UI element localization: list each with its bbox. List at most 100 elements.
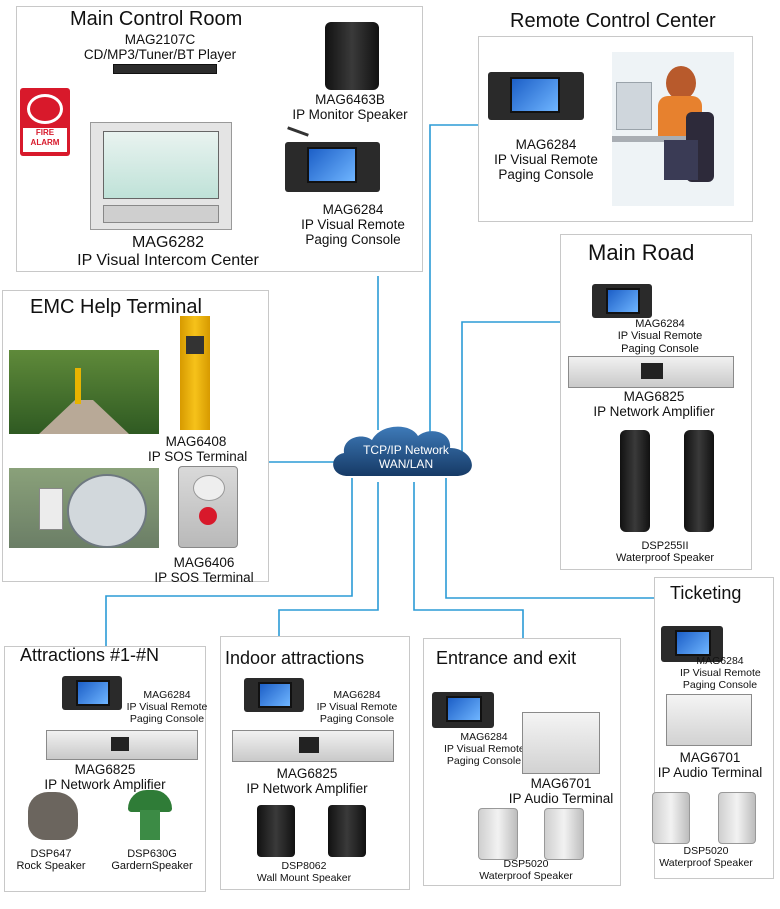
rock-speaker-model: DSP647 xyxy=(30,848,72,860)
entrance-console-device xyxy=(432,684,494,730)
wire-indoor xyxy=(278,482,379,636)
wire-remote-center xyxy=(429,124,478,435)
attractions-amp-model: MAG6825 xyxy=(74,762,136,777)
main-road-console-model: MAG6284 xyxy=(635,318,685,330)
garden-speaker-desc: GardernSpeaker xyxy=(111,860,193,873)
garden-speaker-label: DSP630G GardernSpeaker xyxy=(102,848,202,873)
ticketing-speaker-label: DSP5020 Waterproof Speaker xyxy=(650,845,762,870)
rock-speaker-desc: Rock Speaker xyxy=(16,860,86,873)
intercom-desc: IP Visual Intercom Center xyxy=(77,251,259,269)
fire-alarm-icon: FIRE ALARM xyxy=(20,88,70,156)
attractions-console-desc2: Paging Console xyxy=(129,712,205,725)
intercom-model: MAG6282 xyxy=(131,234,205,251)
main-road-speaker-left xyxy=(620,430,650,532)
main-road-console-label: MAG6284 IP Visual Remote Paging Console xyxy=(612,318,708,355)
indoor-amplifier-device xyxy=(232,730,394,762)
main-control-console-model: MAG6284 xyxy=(322,202,384,217)
main-road-console-desc2: Paging Console xyxy=(621,342,699,355)
garden-speaker-model: DSP630G xyxy=(127,848,177,860)
attractions-amp-label: MAG6825 IP Network Amplifier xyxy=(40,762,170,792)
main-road-speaker-label: DSP255II Waterproof Speaker xyxy=(600,540,730,565)
sos2-label: MAG6406 IP SOS Terminal xyxy=(152,555,256,585)
main-road-amplifier-device xyxy=(568,356,734,388)
entrance-title: Entrance and exit xyxy=(436,648,577,668)
main-road-console-device xyxy=(592,276,652,320)
ticketing-console-model: MAG6284 xyxy=(696,655,744,667)
indoor-speaker-left xyxy=(257,805,295,857)
sos1-model: MAG6408 xyxy=(165,434,227,449)
attractions-console-model: MAG6284 xyxy=(143,689,191,701)
intercom-label: MAG6282 IP Visual Intercom Center xyxy=(70,234,266,270)
fire-alarm-line1: FIRE xyxy=(35,128,55,137)
entrance-speaker-model: DSP5020 xyxy=(503,858,549,870)
ticketing-console-desc1: IP Visual Remote xyxy=(680,666,761,679)
monitor-speaker-device xyxy=(325,22,379,90)
indoor-amp-label: MAG6825 IP Network Amplifier xyxy=(242,766,372,796)
park-photo xyxy=(9,350,159,434)
sos-pillar-device xyxy=(180,316,210,430)
main-control-console-device xyxy=(285,126,380,192)
remote-center-console-device xyxy=(488,60,584,122)
indoor-speaker-right xyxy=(328,805,366,857)
player-desc: CD/MP3/Tuner/BT Player xyxy=(83,47,237,63)
entrance-console-desc1: IP Visual Remote xyxy=(444,742,525,755)
main-road-amp-desc: IP Network Amplifier xyxy=(593,404,715,420)
entrance-console-desc2: Paging Console xyxy=(446,754,522,767)
parking-photo xyxy=(9,468,159,548)
ticketing-console-desc2: Paging Console xyxy=(682,678,758,691)
entrance-speaker-right xyxy=(544,808,584,860)
main-road-speaker-desc: Waterproof Speaker xyxy=(615,552,715,565)
indoor-speaker-label: DSP8062 Wall Mount Speaker xyxy=(248,860,360,885)
ticketing-speaker-right xyxy=(718,792,756,844)
wire-main-road xyxy=(461,321,560,452)
ticketing-speaker-left xyxy=(652,792,690,844)
remote-center-title: Remote Control Center xyxy=(510,10,716,32)
sos-wall-terminal-device xyxy=(178,466,238,548)
ticketing-speaker-model: DSP5020 xyxy=(683,845,729,857)
indoor-console-desc2: Paging Console xyxy=(319,712,395,725)
indoor-speaker-model: DSP8062 xyxy=(281,860,327,872)
player-label: MAG2107C CD/MP3/Tuner/BT Player xyxy=(70,32,250,62)
remote-center-console-label: MAG6284 IP Visual Remote Paging Console xyxy=(484,137,608,182)
indoor-speaker-desc: Wall Mount Speaker xyxy=(256,871,352,884)
emc-title: EMC Help Terminal xyxy=(30,296,202,318)
main-road-speaker-right xyxy=(684,430,714,532)
monitor-speaker-desc: IP Monitor Speaker xyxy=(292,107,408,123)
main-road-title: Main Road xyxy=(588,240,695,265)
sos2-desc: IP SOS Terminal xyxy=(154,570,254,586)
network-cloud: TCP/IP Network WAN/LAN xyxy=(326,418,486,484)
ticketing-title: Ticketing xyxy=(670,583,742,603)
entrance-terminal-desc: IP Audio Terminal xyxy=(508,791,614,807)
main-road-amp-label: MAG6825 IP Network Amplifier xyxy=(584,389,724,419)
entrance-speaker-left xyxy=(478,808,518,860)
indoor-console-label: MAG6284 IP Visual Remote Paging Console xyxy=(312,689,402,725)
ticketing-terminal-model: MAG6701 xyxy=(679,750,741,765)
ticketing-speaker-desc: Waterproof Speaker xyxy=(659,856,753,869)
entrance-console-model: MAG6284 xyxy=(460,731,508,743)
fire-alarm-line2: ALARM xyxy=(30,137,60,147)
indoor-console-desc1: IP Visual Remote xyxy=(316,700,398,713)
sos2-model: MAG6406 xyxy=(173,555,235,570)
player-device xyxy=(113,64,217,74)
network-label-line1: TCP/IP Network xyxy=(363,443,449,457)
entrance-terminal-label: MAG6701 IP Audio Terminal xyxy=(506,776,616,806)
attractions-amp-desc: IP Network Amplifier xyxy=(44,777,166,793)
monitor-speaker-model: MAG6463B xyxy=(315,92,385,107)
entrance-speaker-desc: Waterproof Speaker xyxy=(479,869,573,882)
indoor-amp-desc: IP Network Amplifier xyxy=(246,781,368,797)
ticketing-console-device xyxy=(661,618,723,664)
remote-center-console-model: MAG6284 xyxy=(515,137,577,152)
rock-speaker-device xyxy=(28,792,78,840)
main-control-title: Main Control Room xyxy=(70,8,243,30)
wire-entrance xyxy=(413,482,524,638)
main-control-console-desc2: Paging Console xyxy=(305,232,401,248)
indoor-console-device xyxy=(244,670,304,714)
sos1-label: MAG6408 IP SOS Terminal xyxy=(148,434,247,464)
rock-speaker-label: DSP647 Rock Speaker xyxy=(6,848,96,873)
main-control-console-label: MAG6284 IP Visual Remote Paging Console xyxy=(286,202,420,247)
main-control-console-desc1: IP Visual Remote xyxy=(301,217,405,233)
entrance-console-label: MAG6284 IP Visual Remote Paging Console xyxy=(444,731,525,767)
remote-center-console-desc1: IP Visual Remote xyxy=(494,152,598,168)
